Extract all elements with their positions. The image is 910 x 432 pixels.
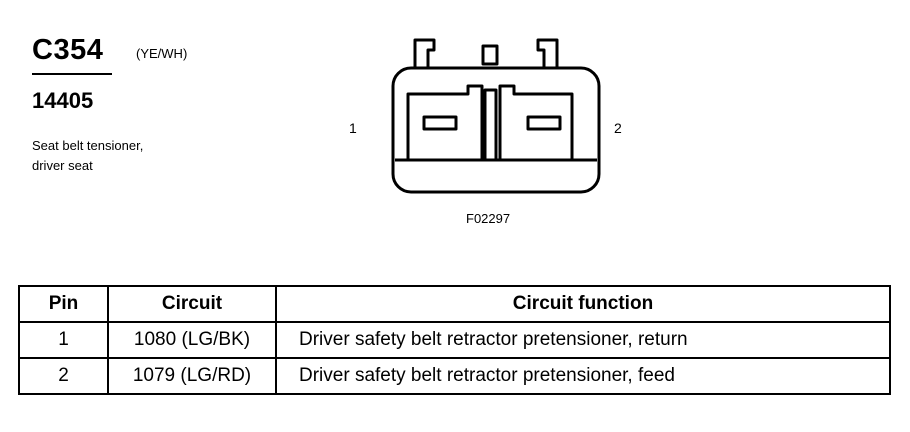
table-header-row: Pin Circuit Circuit function — [18, 285, 891, 323]
title-underline — [32, 73, 112, 75]
description-line-1: Seat belt tensioner, — [32, 138, 144, 153]
circuit-cell: 1080 (LG/BK) — [107, 321, 277, 359]
pin-cell: 2 — [18, 357, 109, 395]
terminal-pin-1 — [422, 115, 458, 131]
pin-1-label: 1 — [349, 120, 357, 136]
header-pin: Pin — [18, 285, 109, 323]
center-tab — [481, 44, 499, 66]
connector-description: Seat belt tensioner, driver seat — [32, 136, 232, 176]
function-cell: Driver safety belt retractor pretensione… — [275, 357, 891, 395]
cavity-left — [406, 84, 484, 160]
connector-face-diagram — [391, 38, 601, 194]
center-key — [483, 88, 498, 162]
pin-2-label: 2 — [614, 120, 622, 136]
pin-table: Pin Circuit Circuit function 1 1080 (LG/… — [18, 285, 891, 395]
circuit-cell: 1079 (LG/RD) — [107, 357, 277, 395]
cavity-right — [498, 84, 574, 160]
right-latch-tab — [536, 38, 559, 68]
left-latch-tab — [413, 38, 436, 68]
description-line-2: driver seat — [32, 158, 93, 173]
terminal-pin-2 — [526, 115, 562, 131]
wire-color-code: (YE/WH) — [136, 46, 188, 61]
header-circuit-function: Circuit function — [275, 285, 891, 323]
connector-id: C354 — [32, 34, 104, 66]
table-row: 1 1080 (LG/BK) Driver safety belt retrac… — [18, 321, 891, 359]
table-row: 2 1079 (LG/RD) Driver safety belt retrac… — [18, 357, 891, 395]
pin-cell: 1 — [18, 321, 109, 359]
header-circuit: Circuit — [107, 285, 277, 323]
figure-id: F02297 — [466, 211, 511, 226]
function-cell: Driver safety belt retractor pretensione… — [275, 321, 891, 359]
connector-housing — [391, 66, 601, 194]
part-number: 14405 — [32, 88, 94, 113]
